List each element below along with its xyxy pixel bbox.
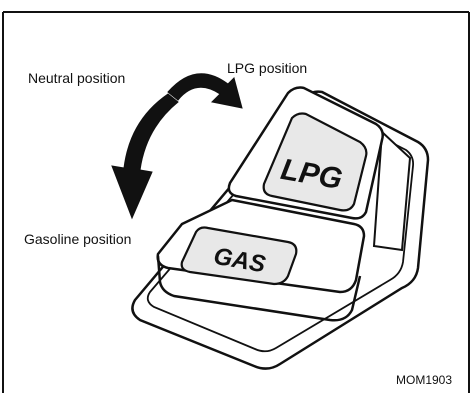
figure-code-label: MOM1903 [396, 373, 453, 387]
lpg-button: LPG [262, 112, 368, 212]
curved-arrow-right-icon [167, 73, 243, 109]
curved-arrow-down-icon [111, 93, 179, 220]
gasoline-position-label: Gasoline position [24, 231, 132, 247]
neutral-position-label: Neutral position [28, 70, 126, 86]
gas-button: GAS [180, 226, 298, 286]
lpg-position-label: LPG position [227, 60, 308, 76]
